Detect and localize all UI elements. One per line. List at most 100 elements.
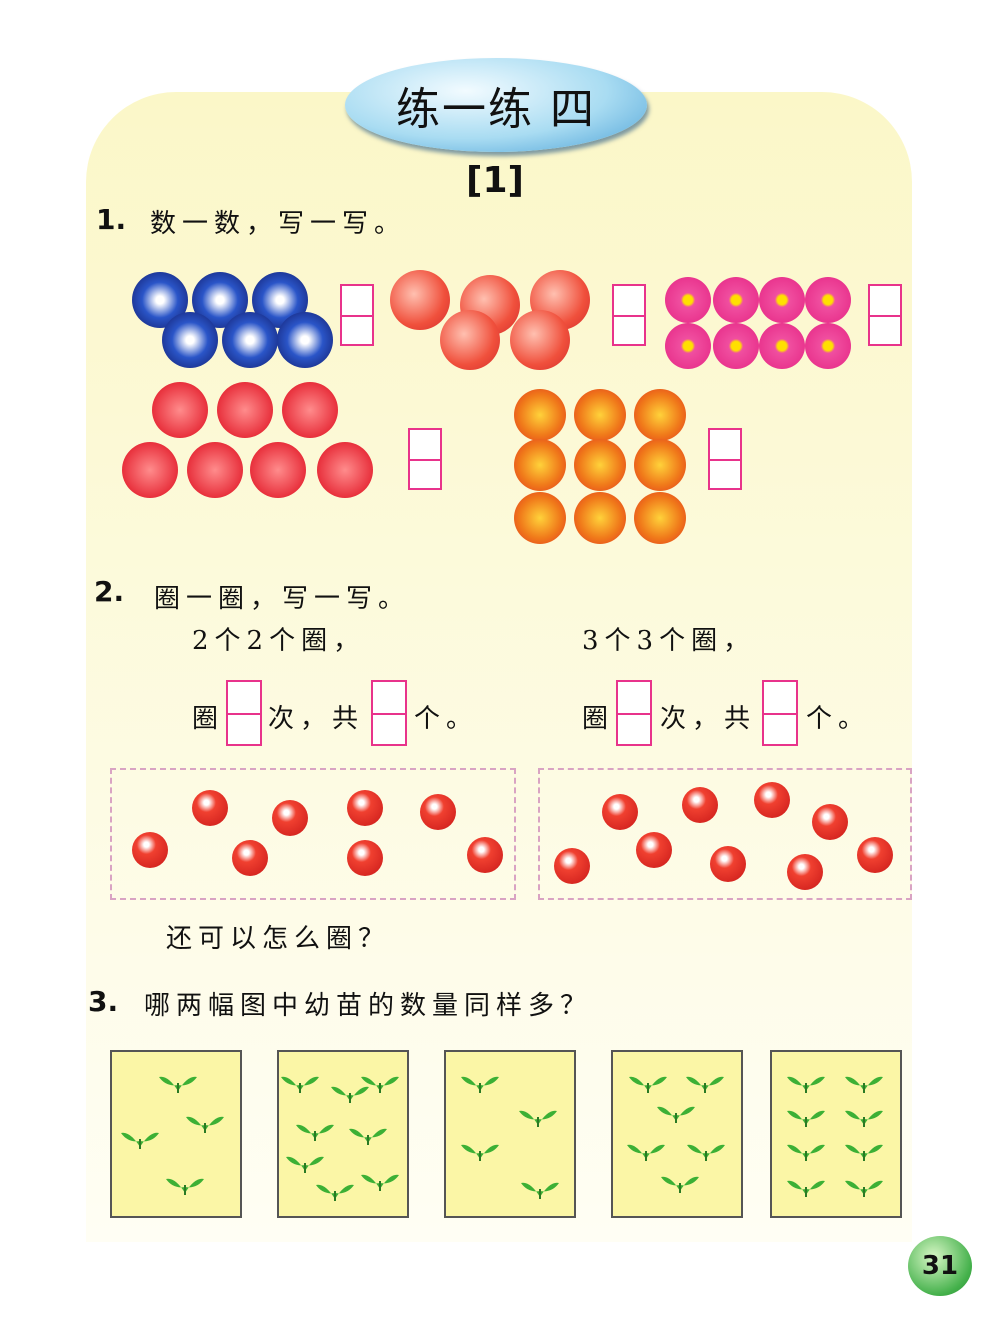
seedling-icon (280, 1071, 320, 1093)
seedling-icon (844, 1139, 884, 1161)
rose-icon (634, 389, 686, 441)
pink-flower-icon (759, 277, 805, 323)
apple-icon (710, 846, 746, 882)
pink-flower-icon (713, 323, 759, 369)
pink-flower-icon (805, 277, 851, 323)
label-times-total: 次，共 (660, 704, 757, 734)
apple-icon (232, 840, 268, 876)
seedling-icon (786, 1139, 826, 1161)
seedling-icon (628, 1071, 668, 1093)
q3-number: 3. (88, 985, 119, 1018)
carnation-icon (187, 442, 243, 498)
seedling-icon (786, 1071, 826, 1093)
pink-flower-icon (665, 277, 711, 323)
tulip-icon (390, 270, 450, 330)
q2-text: 圈一圈，写一写。 (154, 584, 411, 614)
label-times-total: 次，共 (268, 704, 365, 734)
carnation-icon (317, 442, 373, 498)
carnation-icon (122, 442, 178, 498)
section-label: [1] (466, 160, 524, 201)
seedling-icon (460, 1139, 500, 1161)
seedling-icon (460, 1071, 500, 1093)
answer-box[interactable] (762, 680, 798, 746)
rose-icon (514, 389, 566, 441)
rose-icon (634, 439, 686, 491)
seedling-icon (158, 1071, 198, 1093)
seedling-icon (844, 1175, 884, 1197)
pink-flower-icon (805, 323, 851, 369)
page-title: 练一练 四 (396, 84, 596, 135)
tulip-icon (510, 310, 570, 370)
pink-flower-icon (713, 277, 759, 323)
carnation-icon (250, 442, 306, 498)
label-circle: 圈 (192, 704, 225, 734)
answer-box[interactable] (616, 680, 652, 746)
apple-icon (347, 840, 383, 876)
tulip-icon (440, 310, 500, 370)
answer-box[interactable] (708, 428, 742, 490)
seedling-panel[interactable] (110, 1050, 242, 1218)
rose-icon (574, 439, 626, 491)
seedling-icon (360, 1071, 400, 1093)
answer-box[interactable] (340, 284, 374, 346)
seedling-icon (685, 1071, 725, 1093)
title-badge: 练一练 四 (345, 58, 647, 152)
apple-icon (467, 837, 503, 873)
q3-text: 哪两幅图中幼苗的数量同样多？ (144, 991, 593, 1021)
seedling-icon (786, 1105, 826, 1127)
answer-box[interactable] (612, 284, 646, 346)
pink-flower-icon (759, 323, 805, 369)
apple-icon (812, 804, 848, 840)
seedling-icon (656, 1101, 696, 1123)
q2-right-heading: 3个3个圈， (582, 626, 756, 656)
page-number-badge: 31 (908, 1236, 972, 1296)
answer-box[interactable] (226, 680, 262, 746)
apple-icon (754, 782, 790, 818)
seedling-icon (165, 1173, 205, 1195)
pink-flower-icon (665, 323, 711, 369)
apple-icon (857, 837, 893, 873)
rose-icon (574, 389, 626, 441)
label-unit: 个。 (806, 704, 871, 734)
apple-icon (420, 794, 456, 830)
seedling-icon (295, 1119, 335, 1141)
apple-icon (132, 832, 168, 868)
label-circle: 圈 (582, 704, 615, 734)
seedling-icon (844, 1071, 884, 1093)
seedling-icon (686, 1139, 726, 1161)
blue-flower-icon (162, 312, 218, 368)
q2-followup: 还可以怎么圈？ (166, 924, 391, 954)
rose-icon (514, 439, 566, 491)
seedling-icon (844, 1105, 884, 1127)
blue-flower-icon (277, 312, 333, 368)
apple-icon (787, 854, 823, 890)
rose-icon (634, 492, 686, 544)
seedling-icon (185, 1111, 225, 1133)
apple-icon (554, 848, 590, 884)
seedling-icon (518, 1105, 558, 1127)
apple-area-left[interactable] (110, 768, 516, 900)
seedling-icon (348, 1123, 388, 1145)
seedling-icon (120, 1127, 160, 1149)
answer-box[interactable] (868, 284, 902, 346)
apple-icon (636, 832, 672, 868)
seedling-icon (285, 1151, 325, 1173)
seedling-icon (660, 1171, 700, 1193)
apple-icon (682, 787, 718, 823)
seedling-icon (520, 1177, 560, 1199)
seedling-icon (315, 1179, 355, 1201)
answer-box[interactable] (408, 428, 442, 490)
apple-icon (602, 794, 638, 830)
seedling-icon (626, 1139, 666, 1161)
apple-icon (192, 790, 228, 826)
answer-box[interactable] (371, 680, 407, 746)
carnation-icon (282, 382, 338, 438)
seedling-icon (330, 1081, 370, 1103)
blue-flower-icon (222, 312, 278, 368)
q1-text: 数一数，写一写。 (150, 209, 407, 239)
carnation-icon (217, 382, 273, 438)
rose-icon (574, 492, 626, 544)
apple-area-right[interactable] (538, 768, 912, 900)
apple-icon (272, 800, 308, 836)
